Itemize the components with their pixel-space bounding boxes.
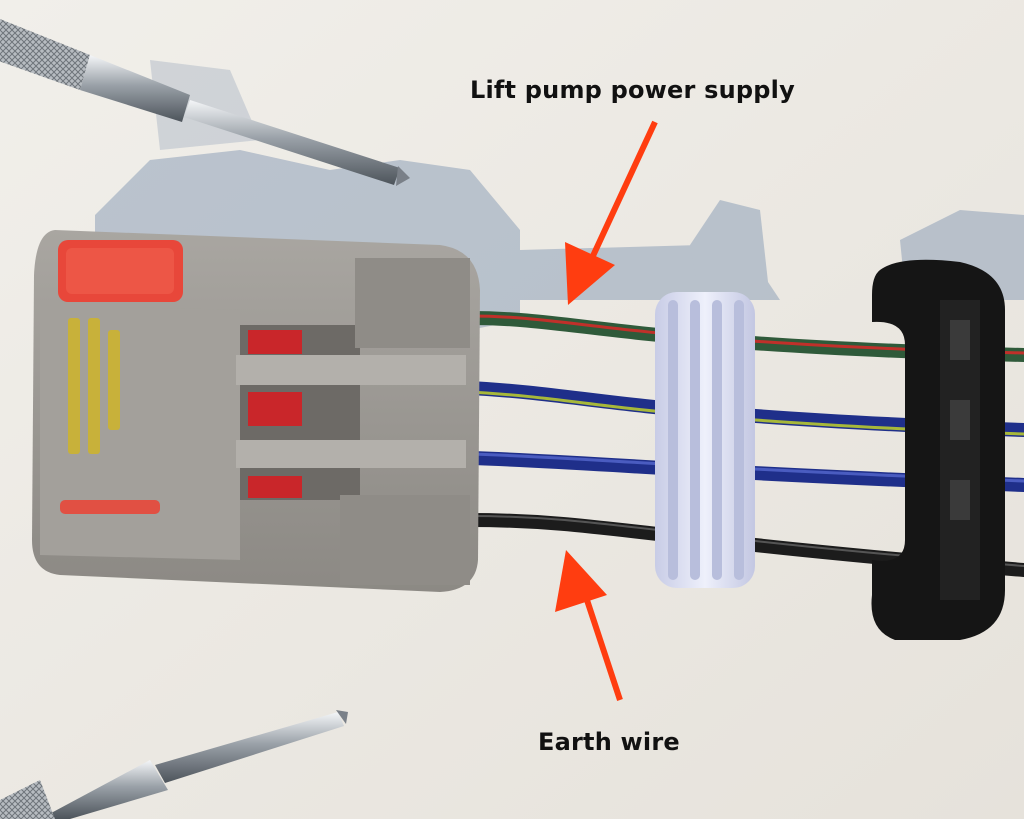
grey-multi-pin-connector bbox=[32, 230, 480, 592]
embossed-part-code bbox=[68, 318, 120, 454]
arrow-lift-pump-line bbox=[589, 120, 658, 260]
pin-removal-tool-top bbox=[0, 19, 410, 186]
arrow-earth-line bbox=[582, 593, 623, 701]
lift-pump-label: Lift pump power supply bbox=[470, 76, 795, 104]
arrow-lift-pump-head bbox=[565, 242, 615, 305]
earth-wire-label: Earth wire bbox=[538, 728, 680, 756]
arrow-earth-head bbox=[555, 550, 607, 612]
black-retaining-clip bbox=[871, 259, 1005, 640]
blue-yellow-wire bbox=[463, 381, 1024, 437]
blue-wire bbox=[463, 451, 1024, 492]
red-green-wire bbox=[463, 311, 1024, 362]
callout-arrows bbox=[555, 120, 658, 701]
pin-removal-tool-bottom bbox=[0, 710, 348, 819]
white-rubber-grommet bbox=[655, 292, 755, 588]
